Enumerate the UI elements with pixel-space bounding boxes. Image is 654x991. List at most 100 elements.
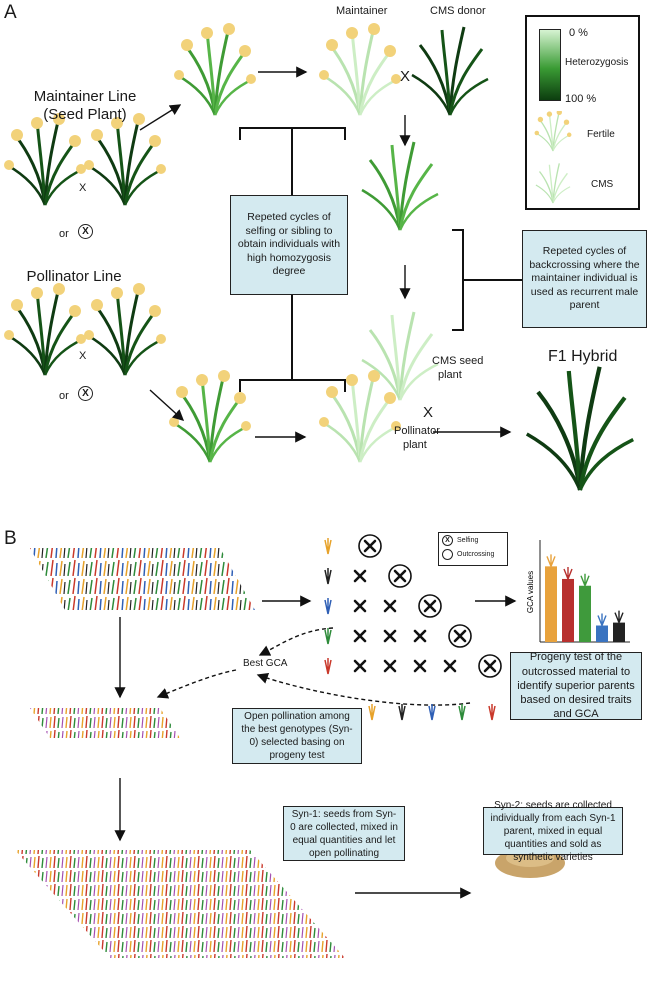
cms-donor-label: CMS donor [430, 5, 486, 17]
bracket-backcross [452, 229, 522, 331]
box-backcross-cycles: Repeted cycles of backcrossing where the… [522, 230, 647, 328]
maintainer-line-plant-1 [4, 113, 86, 207]
pollinator-line-plant-2 [84, 283, 166, 377]
gca-bar [545, 566, 557, 642]
legend-fertile-label: Fertile [587, 129, 615, 140]
selfing-mark: X [78, 386, 93, 401]
matrix-column-plant [428, 704, 436, 721]
bracket-top [239, 127, 346, 200]
outcrossing-key-icon [442, 549, 453, 560]
matrix-outcross-cross [353, 659, 367, 673]
dashed-arrow-best-gca-2 [256, 673, 471, 706]
maintainer-label: Maintainer [336, 5, 388, 17]
gca-bar-plant-icon [563, 566, 573, 580]
cms-seed-plant-label-1: CMS seed [432, 355, 484, 367]
selfed-pollinator-plant [169, 370, 251, 464]
matrix-key: X Selfing Outcrossing [438, 532, 508, 566]
seed-plant-label: (Seed Plant) [43, 106, 127, 123]
matrix-outcross-cross [383, 629, 397, 643]
gca-bar [613, 622, 625, 642]
matrix-row-plant [324, 568, 332, 585]
matrix-outcross-cross [383, 599, 397, 613]
matrix-row-plant [324, 658, 332, 675]
gca-bar-plant-icon [580, 573, 590, 586]
matrix-column-plant [488, 704, 496, 721]
field-syn0 [30, 708, 180, 738]
box-syn1: Syn-1: seeds from Syn-0 are collected, m… [283, 806, 405, 861]
matrix-selfing-cross [483, 659, 497, 673]
pollinator-cms-cross-x: X [423, 404, 434, 421]
panel-a-letter: A [4, 2, 17, 23]
box-open-pollination: Open pollination among the best genotype… [232, 708, 362, 764]
matrix-row-plant [324, 598, 332, 615]
maintainer-line-plant-2 [84, 113, 166, 207]
pollinator-plant-label-1: Pollinator [394, 425, 440, 437]
legend-cms-icon [535, 163, 571, 204]
box-selfing-cycles: Repeted cycles of selfing or sibling to … [230, 195, 348, 295]
pollinator-line-plant-1 [4, 283, 86, 377]
pollinator-selfing-icon: X [78, 386, 93, 401]
maintainer-line-label: Maintainer Line [33, 88, 137, 105]
matrix-row-plant [324, 538, 332, 555]
box-syn2: Syn-2: seeds are collected individually … [483, 800, 623, 863]
pollinator-cross-x: X [79, 350, 87, 362]
heterozygosis-gradient [539, 29, 561, 101]
matrix-outcross-cross [353, 599, 367, 613]
box-progeny-test: Progeny test of the outcrossed material … [510, 651, 642, 720]
matrix-selfing-cross [393, 569, 407, 583]
pollinator-or-label: or [59, 390, 69, 402]
matrix-selfing-cross [453, 629, 467, 643]
maintainer-selfing-icon: X [78, 224, 93, 239]
legend-cms-label: CMS [591, 179, 614, 190]
arrow-pollinator-to-selfed [149, 389, 185, 421]
matrix-outcross-cross [443, 659, 457, 673]
legend-100-pct: 100 % [565, 93, 597, 105]
panel-b-letter: B [4, 528, 17, 549]
matrix-outcross-cross [383, 659, 397, 673]
best-gca-label: Best GCA [243, 658, 288, 669]
matrix-outcross-cross [353, 569, 367, 583]
cms-seed-plant [360, 310, 440, 402]
gca-bar [562, 578, 574, 642]
field-initial [30, 548, 255, 610]
diallel-matrix [324, 534, 502, 721]
gca-axis-label: GCA values [526, 571, 535, 613]
matrix-outcross-cross [413, 629, 427, 643]
gca-bar-chart: GCA values [526, 540, 630, 643]
bracket-bottom [239, 295, 346, 392]
pollinator-plant-label-2: plant [403, 439, 427, 451]
matrix-row-plant [324, 628, 332, 645]
cms-donor-plant [410, 25, 490, 117]
pollinator-line-label: Pollinator Line [26, 268, 122, 285]
legend: 0 % Heterozygosis 100 % Fertile CMS [525, 15, 640, 210]
f1-hybrid-label: F1 Hybrid [548, 348, 618, 365]
matrix-selfing-cross [423, 599, 437, 613]
gca-bar-plant-icon [546, 554, 556, 567]
selfing-key-label: Selfing [457, 537, 479, 544]
pollinator-plant [319, 370, 401, 464]
matrix-selfing-cross [363, 539, 377, 553]
cms-seed-plant-label-2: plant [438, 369, 462, 381]
maintainer-or-label: or [59, 228, 69, 240]
maintainer-plant [319, 23, 401, 117]
arrow-maintainer-to-selfed [139, 104, 182, 131]
maintainer-cross-x: X [79, 182, 87, 194]
selfing-key-icon: X [442, 535, 453, 546]
matrix-column-plant [368, 704, 376, 721]
legend-0-pct: 0 % [569, 27, 588, 39]
backcross-plant [360, 140, 440, 232]
selfing-mark: X [78, 224, 93, 239]
dashed-arrow-best-gca-1 [258, 627, 334, 656]
matrix-outcross-cross [413, 659, 427, 673]
maintainer-cms-cross-x: X [400, 68, 411, 85]
selfed-maintainer-plant [174, 23, 256, 117]
field-syn1 [15, 850, 345, 958]
dashed-arrow-best-gca-3 [156, 669, 237, 699]
outcrossing-key-label: Outcrossing [457, 551, 495, 558]
legend-fertile-icon [534, 111, 572, 152]
legend-heterozygosis: Heterozygosis [565, 57, 629, 68]
matrix-outcross-cross [353, 629, 367, 643]
gca-bar [579, 585, 591, 642]
matrix-column-plant [398, 704, 406, 721]
